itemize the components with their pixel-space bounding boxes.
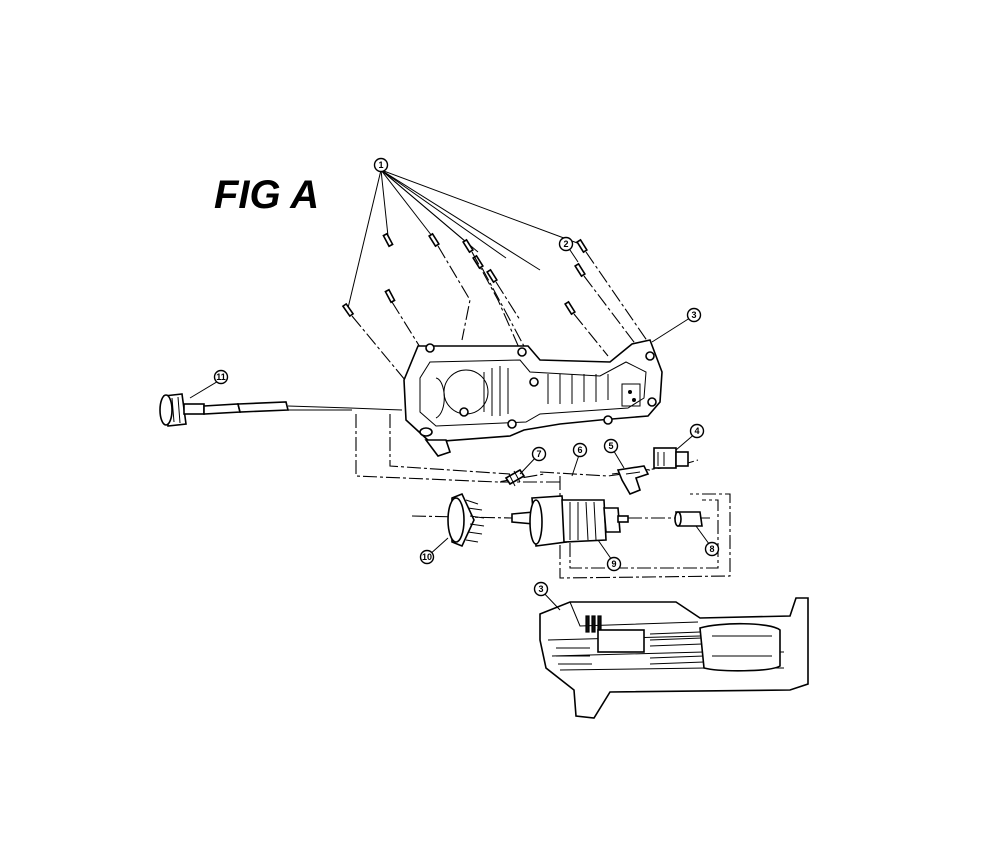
screw-leader-lines: [347, 169, 581, 309]
svg-text:8: 8: [709, 544, 714, 554]
screw: [462, 238, 474, 254]
screw: [576, 238, 588, 254]
cooling-fan: [447, 492, 485, 548]
wiring-phantom-lines: [355, 414, 731, 579]
svg-text:6: 6: [577, 445, 582, 455]
screw: [341, 302, 355, 318]
svg-text:7: 7: [536, 449, 541, 459]
switch-lever: [616, 465, 650, 496]
screw: [564, 300, 576, 316]
callout-3-upper: 3: [686, 307, 702, 323]
svg-text:4: 4: [694, 426, 699, 436]
callout-4: 4: [689, 423, 705, 439]
callout-5: 5: [603, 438, 619, 454]
switch-block: [653, 447, 689, 469]
svg-text:10: 10: [422, 552, 432, 562]
screw: [382, 232, 394, 248]
svg-text:2: 2: [563, 239, 568, 249]
housing-half-closed: [539, 597, 809, 719]
svg-text:11: 11: [216, 372, 226, 382]
svg-text:9: 9: [611, 559, 616, 569]
power-cord-plug: [159, 393, 403, 427]
wire-terminal: [504, 468, 526, 487]
svg-text:3: 3: [691, 310, 696, 320]
callout-1: 1: [373, 157, 389, 173]
screw: [574, 262, 586, 278]
screw: [428, 232, 440, 248]
housing-screws: [341, 232, 649, 387]
callout-11: 11: [213, 369, 229, 385]
svg-text:1: 1: [378, 160, 383, 170]
bearing: [674, 511, 710, 527]
screw: [486, 268, 498, 284]
callout-8: 8: [704, 541, 720, 557]
svg-text:5: 5: [608, 441, 613, 451]
motor-armature: [411, 495, 676, 547]
figure-title: FIG A: [214, 173, 319, 217]
screw: [384, 288, 396, 304]
callout-10: 10: [419, 549, 435, 565]
callout-2: 2: [558, 236, 574, 252]
callout-7: 7: [531, 446, 547, 462]
callout-6: 6: [572, 442, 588, 458]
housing-half-open: [403, 339, 663, 457]
callout-3-lower: 3: [533, 581, 549, 597]
callout-9: 9: [606, 556, 622, 572]
svg-text:3: 3: [538, 584, 543, 594]
